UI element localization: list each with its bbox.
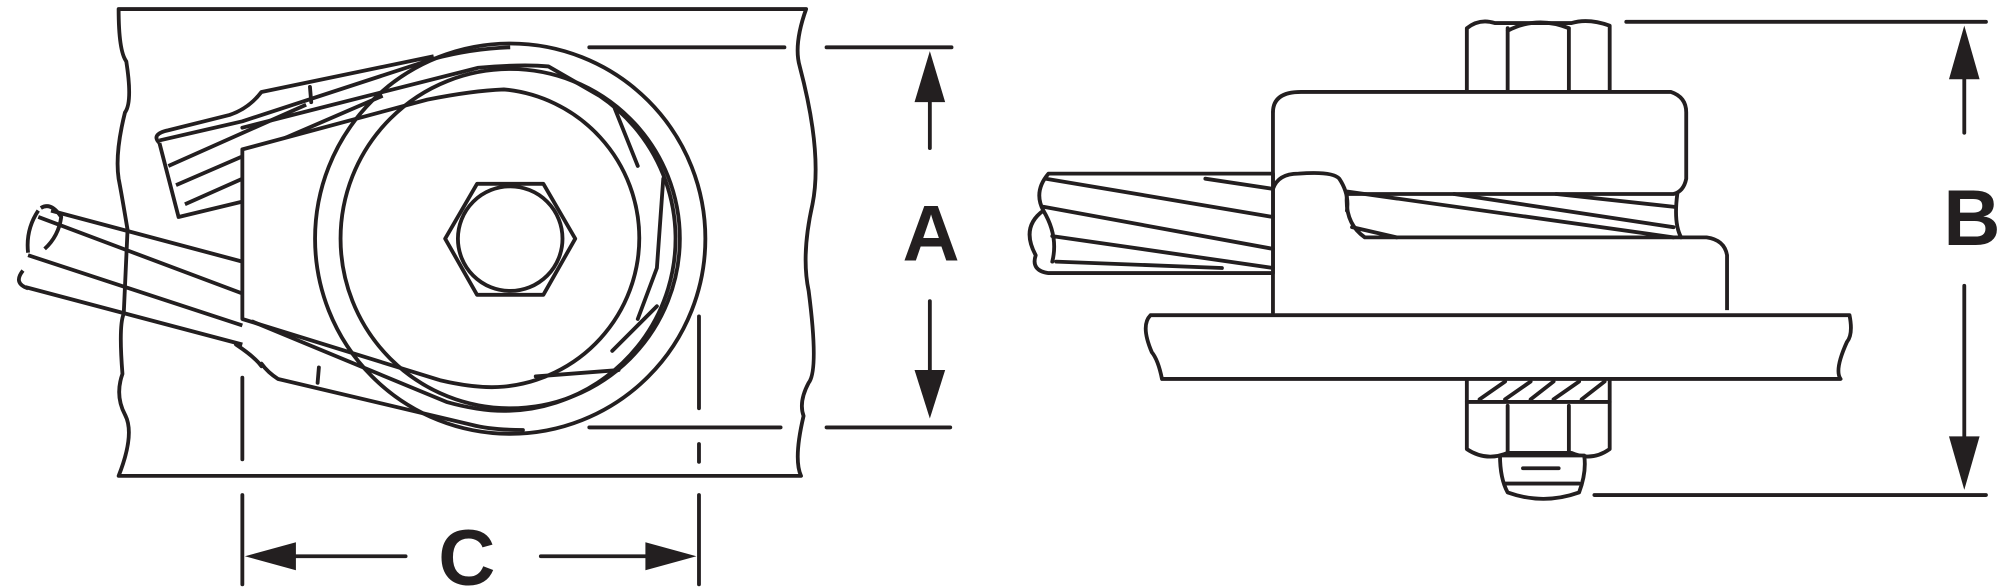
bolt-circle	[455, 184, 565, 293]
label-b: B	[1943, 173, 2000, 262]
rod-side	[1027, 171, 1275, 276]
bolt-head	[1464, 19, 1612, 94]
dimension-b: B	[1592, 19, 2000, 497]
nut	[1464, 400, 1612, 459]
dimension-c: C	[240, 493, 701, 587]
clamp-band	[240, 87, 642, 390]
label-c: C	[438, 512, 495, 587]
bolt-end	[1498, 453, 1587, 501]
side-view	[1027, 19, 1853, 501]
washer	[1464, 377, 1612, 404]
band-details	[308, 84, 666, 385]
dimension-a: A	[240, 45, 960, 464]
outer-ring	[313, 41, 708, 436]
front-view	[16, 7, 818, 478]
arrow-down-icon	[1948, 436, 1980, 490]
rod-lower	[16, 204, 244, 347]
arrow-down-icon	[914, 370, 946, 419]
label-a: A	[903, 188, 960, 277]
base-plate	[1143, 313, 1853, 381]
arrow-right-icon	[645, 542, 697, 571]
arrow-left-icon	[244, 542, 296, 571]
lower-band	[234, 63, 678, 432]
clamp-body	[1271, 90, 1729, 311]
arrow-up-icon	[1948, 25, 1980, 80]
inner-ring	[338, 67, 682, 411]
arrow-up-icon	[914, 51, 946, 103]
